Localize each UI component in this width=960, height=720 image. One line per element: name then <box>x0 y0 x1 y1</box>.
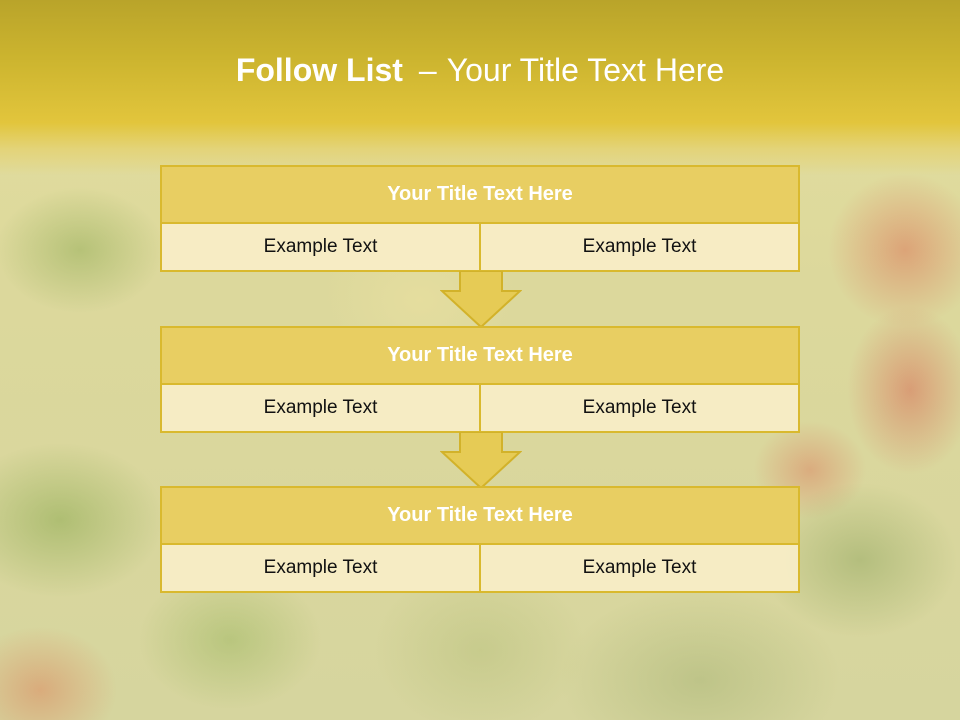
list-block-1: Your Title Text Here Example Text Exampl… <box>160 165 800 272</box>
block-title: Your Title Text Here <box>162 328 798 385</box>
list-block-2: Your Title Text Here Example Text Exampl… <box>160 326 800 433</box>
block-row: Example Text Example Text <box>162 545 798 591</box>
block-left-text: Example Text <box>263 397 378 418</box>
block-row: Example Text Example Text <box>162 385 798 431</box>
block-row: Example Text Example Text <box>162 224 798 270</box>
title-dash: – <box>418 52 437 88</box>
title-rest: Your Title Text Here <box>446 52 725 88</box>
block-left-text: Example Text <box>263 236 378 257</box>
block-right-text: Example Text <box>479 385 798 431</box>
list-block-3: Your Title Text Here Example Text Exampl… <box>160 486 800 593</box>
block-right-text: Example Text <box>479 224 798 270</box>
title-bold: Follow List <box>235 52 403 88</box>
block-title: Your Title Text Here <box>162 488 798 545</box>
down-arrow-icon <box>440 432 522 490</box>
block-left-text: Example Text <box>263 557 378 578</box>
block-right-text: Example Text <box>479 545 798 591</box>
down-arrow-icon <box>440 271 522 329</box>
block-title: Your Title Text Here <box>162 167 798 224</box>
title-band <box>0 0 960 175</box>
slide-title: Follow List–Your Title Text Here <box>0 52 960 89</box>
